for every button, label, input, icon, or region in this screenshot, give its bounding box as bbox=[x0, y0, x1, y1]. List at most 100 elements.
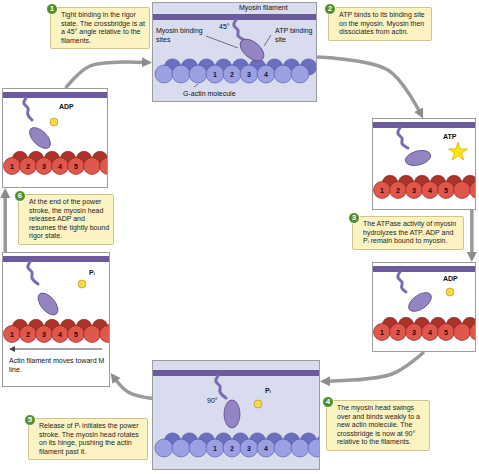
phosphate-dot bbox=[446, 288, 454, 296]
g-actin-bead bbox=[4, 158, 21, 175]
g-actin-bead bbox=[172, 65, 190, 83]
g-actin-bead bbox=[84, 158, 101, 175]
g-actin-bead bbox=[155, 439, 173, 457]
g-actin-bead bbox=[100, 158, 109, 175]
step-number: 3 bbox=[348, 212, 360, 224]
cycle-panel: Myosin filamentMyosin binding sitesATP b… bbox=[152, 2, 317, 102]
myosin-filament bbox=[2, 92, 108, 98]
cycle-panel: ADP bbox=[2, 88, 108, 188]
g-actin-bead bbox=[274, 439, 292, 457]
step-number-text: 6 bbox=[15, 191, 25, 201]
leader-line bbox=[194, 84, 198, 87]
step-description: Release of Pᵢ initiates the power stroke… bbox=[39, 422, 144, 456]
g-actin-bead bbox=[36, 326, 53, 343]
bead-number: 5 bbox=[74, 331, 78, 338]
bead-number: 5 bbox=[74, 163, 78, 170]
panel-art bbox=[152, 360, 320, 470]
step-number: 4 bbox=[322, 396, 334, 408]
step-number-text: 3 bbox=[349, 213, 359, 223]
panel-background bbox=[2, 252, 110, 387]
g-actin-bead bbox=[374, 324, 391, 341]
bead-number: 2 bbox=[396, 187, 400, 194]
g-actin-bead bbox=[20, 158, 37, 175]
panel-background bbox=[372, 262, 476, 352]
g-actin-bead bbox=[274, 65, 292, 83]
panel-art bbox=[372, 262, 476, 352]
myosin-head bbox=[34, 290, 61, 319]
g-actin-bead bbox=[257, 439, 275, 457]
panel-background bbox=[152, 360, 320, 470]
step-number: 6 bbox=[14, 190, 26, 202]
bead-number: 5 bbox=[444, 187, 448, 194]
bead-number: 2 bbox=[396, 329, 400, 336]
bead-number: 3 bbox=[412, 187, 416, 194]
g-actin-bead bbox=[100, 326, 111, 343]
bead-number: 1 bbox=[380, 329, 384, 336]
myosin-head bbox=[404, 148, 433, 168]
step-description: Tight binding in the rigor state. The cr… bbox=[61, 11, 146, 45]
g-actin-bead bbox=[374, 182, 391, 199]
g-actin-bead bbox=[189, 439, 207, 457]
g-actin-bead bbox=[257, 65, 275, 83]
bead-number: 4 bbox=[264, 445, 268, 452]
g-actin-bead bbox=[52, 158, 69, 175]
myosin-neck bbox=[24, 98, 32, 120]
step-caption: The ATPase activity of myosin hydrolyzes… bbox=[352, 216, 464, 250]
bead-number: 3 bbox=[42, 331, 46, 338]
step-description: The myosin head swings over and binds we… bbox=[337, 404, 426, 447]
panel-label: Myosin binding sites bbox=[156, 27, 204, 44]
g-actin-bead bbox=[52, 326, 69, 343]
g-actin-bead bbox=[68, 326, 85, 343]
g-actin-bead bbox=[240, 65, 258, 83]
bead-number: 1 bbox=[380, 187, 384, 194]
cycle-arrow bbox=[317, 57, 420, 113]
cycle-panel: ATP bbox=[372, 118, 476, 210]
panel-label: Pᵢ bbox=[89, 269, 105, 278]
phosphate-dot bbox=[78, 280, 86, 288]
leader-line bbox=[264, 35, 271, 46]
myosin-head bbox=[236, 35, 268, 65]
step-number-text: 1 bbox=[47, 4, 57, 14]
panel-label: ATP bbox=[443, 133, 473, 142]
leader-line bbox=[206, 36, 238, 48]
panel-art bbox=[2, 88, 108, 188]
cycle-arrow bbox=[114, 378, 152, 399]
panel-label: ADP bbox=[59, 103, 89, 112]
g-actin-bead bbox=[390, 182, 407, 199]
myosin-filament bbox=[372, 266, 476, 272]
panel-label: 45° bbox=[219, 23, 239, 32]
bead-number: 2 bbox=[26, 163, 30, 170]
panel-label: Actin filament moves toward M line. bbox=[9, 357, 107, 374]
bead-number: 4 bbox=[58, 163, 62, 170]
atp-symbol bbox=[449, 142, 468, 160]
g-actin-bead bbox=[240, 439, 258, 457]
step-number-text: 5 bbox=[25, 415, 35, 425]
g-actin-bead bbox=[223, 65, 241, 83]
g-actin-bead bbox=[189, 65, 207, 83]
myosin-neck bbox=[216, 376, 226, 398]
g-actin-bead bbox=[155, 65, 173, 83]
g-actin-bead bbox=[406, 182, 423, 199]
panel-art bbox=[152, 2, 317, 102]
step-number: 2 bbox=[324, 3, 336, 15]
bead-number: 3 bbox=[412, 329, 416, 336]
g-actin-bead bbox=[36, 158, 53, 175]
g-actin-bead bbox=[454, 182, 471, 199]
myosin-filament bbox=[2, 256, 110, 262]
g-actin-bead bbox=[422, 182, 439, 199]
panel-background bbox=[152, 2, 317, 102]
panel-background bbox=[372, 118, 476, 210]
g-actin-bead bbox=[406, 324, 423, 341]
step-caption: ATP binds to its binding site on the myo… bbox=[328, 7, 432, 41]
g-actin-bead bbox=[438, 324, 455, 341]
cycle-arrow bbox=[66, 62, 146, 88]
bead-number: 5 bbox=[444, 329, 448, 336]
g-actin-bead bbox=[172, 439, 190, 457]
g-actin-bead bbox=[308, 439, 320, 457]
g-actin-bead bbox=[68, 158, 85, 175]
bead-number: 1 bbox=[10, 331, 14, 338]
g-actin-bead bbox=[206, 439, 224, 457]
bead-number: 1 bbox=[213, 445, 217, 452]
panel-label: Pᵢ bbox=[265, 387, 281, 396]
g-actin-bead bbox=[223, 439, 241, 457]
